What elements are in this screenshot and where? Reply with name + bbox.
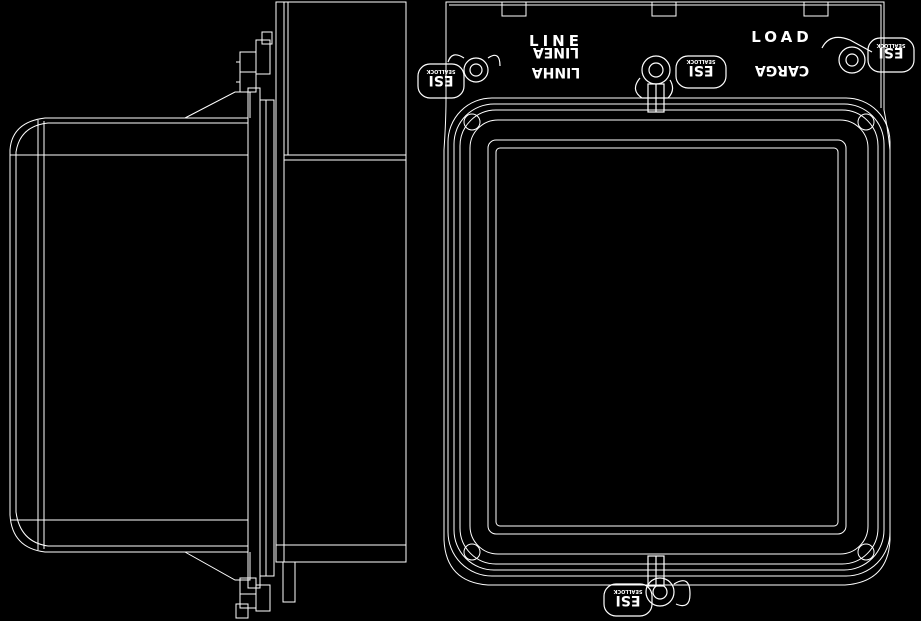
label-line: LINE <box>529 32 583 50</box>
seal-top-middle-lock <box>641 55 671 85</box>
seal-top-middle: ESI SEALLOCK <box>634 55 727 113</box>
seal-top-left-code: ESI <box>429 72 454 88</box>
label-carga: CARGA <box>755 62 809 78</box>
front-housing-outline <box>443 1 891 586</box>
top-tab-left <box>501 1 527 17</box>
seal-bottom: ESI SEALLOCK <box>603 555 691 617</box>
seal-top-middle-sub: SEALLOCK <box>685 58 715 64</box>
cover-ring-4 <box>469 119 869 555</box>
label-load: LOAD <box>751 28 812 46</box>
side-cover-inner-line <box>15 122 248 547</box>
window-inner <box>495 147 839 527</box>
window-frame <box>487 139 847 535</box>
seal-top-left: ESI SEALLOCK <box>417 54 501 99</box>
label-linha: LINHA <box>532 64 581 80</box>
side-base-block <box>275 1 407 563</box>
seal-top-left-lock <box>463 57 489 83</box>
seal-bottom-lock <box>645 577 675 607</box>
seal-top-right-sub: SEALLOCK <box>875 42 905 48</box>
cover-ring-2 <box>453 103 885 571</box>
seal-top-right-lock <box>838 46 866 74</box>
seal-bottom-sub: SEALLOCK <box>612 588 642 594</box>
side-view <box>9 1 407 619</box>
seal-top-middle-tag <box>675 55 727 89</box>
seal-top-middle-code: ESI <box>689 62 714 78</box>
side-cover-outline <box>9 117 248 553</box>
seal-top-left-tag <box>417 63 465 99</box>
cover-ring-1 <box>447 97 891 577</box>
top-tab-right <box>803 1 829 17</box>
side-collar <box>247 87 261 589</box>
seal-bottom-tag <box>603 583 653 617</box>
label-linea: LINEA <box>533 44 579 60</box>
seal-bottom-code: ESI <box>616 592 641 608</box>
seal-top-right: ESI SEALLOCK <box>821 36 915 74</box>
side-shoulder-top <box>184 91 251 119</box>
front-view <box>443 1 891 586</box>
seal-top-right-tag <box>867 37 915 73</box>
side-top-fastener <box>236 31 273 93</box>
seal-top-right-code: ESI <box>879 44 904 60</box>
side-shoulder-bottom <box>184 551 251 581</box>
seal-top-left-sub: SEALLOCK <box>425 68 455 74</box>
cover-ring-3 <box>459 109 879 565</box>
top-tab-middle <box>651 1 677 17</box>
side-bottom-fastener <box>235 577 271 619</box>
